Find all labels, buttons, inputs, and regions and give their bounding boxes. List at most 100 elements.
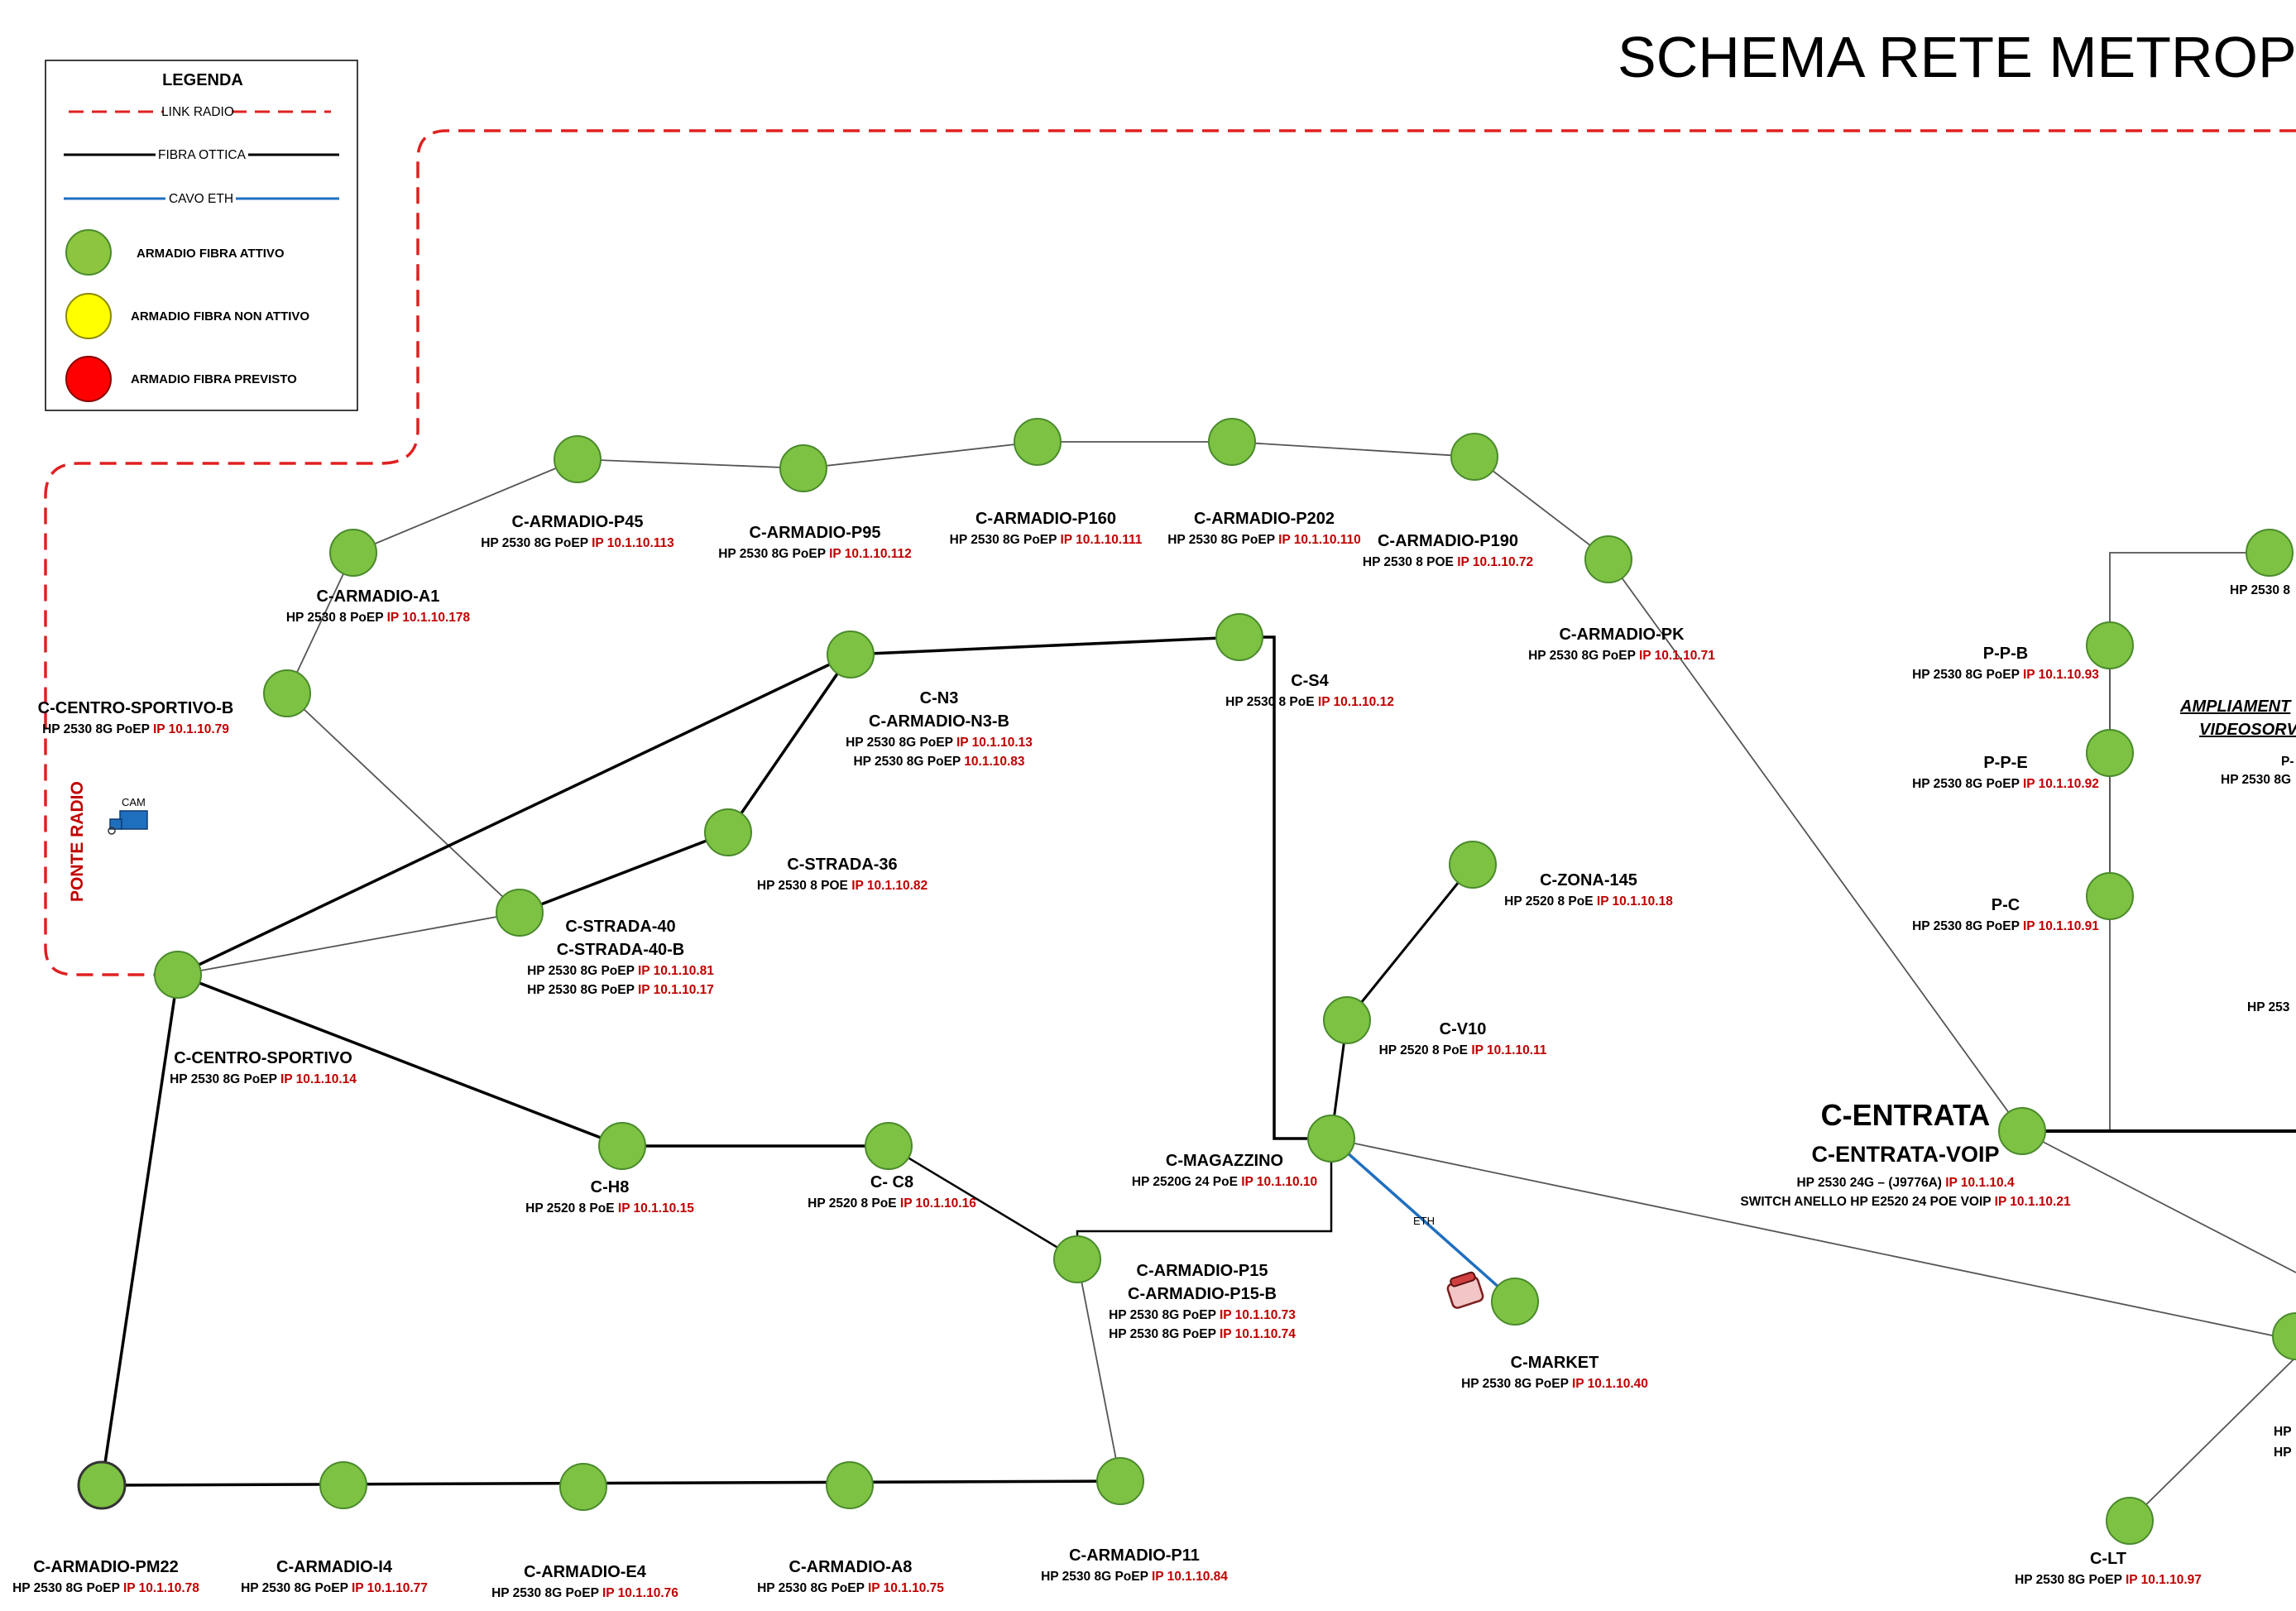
node-e4 — [559, 1463, 607, 1511]
node-h8 — [598, 1122, 646, 1170]
partial-label-4: HP 253 — [2247, 1000, 2290, 1014]
legend-active-label: ARMADIO FIBRA ATTIVO — [137, 247, 285, 261]
partial-label-6: HP — [2274, 1446, 2292, 1460]
node-name-ppb: P-P-B — [1983, 645, 2028, 663]
node-edge-1 — [2272, 1312, 2296, 1360]
node-info-i4: HP 2530 8G PoEP IP 10.1.10.77 — [241, 1581, 428, 1595]
partial-label-3: HP 2530 8G — [2221, 773, 2291, 787]
node-p45 — [554, 435, 602, 483]
node-name-h8: C-H8 — [591, 1178, 630, 1196]
node-info-csb: HP 2530 8G PoEP IP 10.1.10.79 — [42, 722, 229, 736]
node-name-v10: C-V10 — [1440, 1020, 1487, 1038]
node-ppb — [2086, 621, 2134, 669]
node-info-a8: HP 2530 8G PoEP IP 10.1.10.75 — [757, 1581, 944, 1595]
node-name-p11: C-ARMADIO-P11 — [1069, 1546, 1200, 1565]
node-info-h8: HP 2520 8 PoE IP 10.1.10.15 — [525, 1201, 694, 1215]
node-p190 — [1450, 433, 1498, 481]
node-info-e4: HP 2530 8G PoEP IP 10.1.10.76 — [491, 1586, 678, 1600]
node-ppe — [2086, 729, 2134, 777]
node-info-market: HP 2530 8G PoEP IP 10.1.10.40 — [1461, 1377, 1648, 1391]
phone-icon — [1446, 1271, 1484, 1309]
legend-planned-label: ARMADIO FIBRA PREVISTO — [131, 372, 297, 386]
legend-inactive-label: ARMADIO FIBRA NON ATTIVO — [131, 309, 309, 324]
node-name-p190: C-ARMADIO-P190 — [1378, 532, 1518, 550]
node-p95 — [779, 444, 827, 492]
ponte-radio-label: PONTE RADIO — [68, 781, 87, 902]
legend-title: LEGENDA — [162, 71, 243, 89]
node-market — [1491, 1278, 1539, 1326]
node-csb — [263, 669, 311, 717]
node-info-s36: HP 2530 8 POE IP 10.1.10.82 — [757, 879, 928, 893]
node-c8 — [865, 1122, 913, 1170]
node-info-pc: HP 2530 8G PoEP IP 10.1.10.91 — [1912, 919, 2099, 933]
node-name-lt: C-LT — [2090, 1550, 2126, 1568]
node-pm22 — [77, 1460, 127, 1510]
node-name-pc: P-C — [1992, 896, 2020, 914]
node-info-cs: HP 2530 8G PoEP IP 10.1.10.14 — [170, 1072, 357, 1086]
legend-active-swatch — [65, 229, 112, 276]
node-name-entrata: C-ENTRATA-VOIP — [1812, 1142, 2000, 1167]
node-info-s40: HP 2530 8G PoEP IP 10.1.10.81 — [527, 964, 714, 978]
node-name-a8: C-ARMADIO-A8 — [789, 1558, 913, 1576]
node-name-market: C-MARKET — [1511, 1354, 1599, 1372]
node-name-c8: C- C8 — [870, 1173, 913, 1191]
node-p202 — [1208, 418, 1256, 466]
node-v10 — [1323, 996, 1371, 1044]
node-p160 — [1014, 418, 1062, 466]
node-name-ppe: P-P-E — [1983, 754, 2027, 772]
node-info-lt: HP 2530 8G PoEP IP 10.1.10.97 — [2015, 1573, 2202, 1587]
node-info-s4: HP 2530 8 PoE IP 10.1.10.12 — [1225, 695, 1394, 709]
node-info-a1: HP 2530 8 PoEP IP 10.1.10.178 — [286, 611, 471, 625]
node-z145 — [1449, 841, 1497, 889]
node-name-p15: C-ARMADIO-P15-B — [1128, 1285, 1277, 1303]
node-pc — [2086, 872, 2134, 920]
ampliamento-line-2: VIDEOSORV — [2199, 721, 2296, 739]
node-s36 — [704, 808, 752, 856]
node-info-p15: HP 2530 8G PoEP IP 10.1.10.73 — [1109, 1308, 1296, 1322]
node-name-s40: C-STRADA-40 — [565, 918, 675, 936]
node-p11 — [1096, 1457, 1144, 1505]
node-i4 — [319, 1461, 367, 1509]
node-name-pm22: C-ARMADIO-PM22 — [33, 1558, 179, 1576]
node-info-p95: HP 2530 8G PoEP IP 10.1.10.112 — [718, 547, 912, 561]
node-info-p45: HP 2530 8G PoEP IP 10.1.10.113 — [481, 536, 674, 550]
node-name-p95: C-ARMADIO-P95 — [750, 524, 881, 542]
node-name-s40: C-STRADA-40-B — [557, 941, 684, 959]
partial-label-2: P- — [2281, 755, 2294, 769]
node-name-pk: C-ARMADIO-PK — [1559, 626, 1685, 644]
node-name-s36: C-STRADA-36 — [787, 856, 897, 874]
legend: LEGENDA LINK RADIO FIBRA OTTICA CAVO ETH… — [45, 60, 358, 411]
camera-label: CAM — [122, 796, 146, 808]
node-name-p160: C-ARMADIO-P160 — [975, 510, 1116, 528]
eth-label: ETH — [1413, 1215, 1435, 1227]
node-info-z145: HP 2520 8 PoE IP 10.1.10.18 — [1504, 894, 1673, 909]
node-name-p15: C-ARMADIO-P15 — [1137, 1262, 1268, 1280]
node-lt — [2106, 1497, 2154, 1545]
node-name-e4: C-ARMADIO-E4 — [524, 1563, 647, 1581]
node-info-p160: HP 2530 8G PoEP IP 10.1.10.111 — [950, 533, 1143, 547]
node-info-c8: HP 2520 8 PoE IP 10.1.10.16 — [808, 1196, 976, 1211]
node-a1 — [329, 529, 377, 577]
node-info-p202: HP 2530 8G PoEP IP 10.1.10.110 — [1167, 533, 1361, 547]
node-entrata — [1998, 1107, 2046, 1155]
node-name-s4: C-S4 — [1291, 672, 1329, 690]
node-name-csb: C-CENTRO-SPORTIVO-B — [38, 699, 234, 717]
ampliamento-line-1: AMPLIAMENT — [2179, 698, 2292, 716]
legend-planned-swatch — [65, 356, 112, 402]
camera-icon: CAM — [108, 796, 148, 835]
node-s4 — [1215, 613, 1263, 661]
node-cs — [154, 951, 202, 999]
node-name-p202: C-ARMADIO-P202 — [1194, 510, 1335, 528]
node-name-cs: C-CENTRO-SPORTIVO — [174, 1049, 352, 1067]
node-info-ppe: HP 2530 8G PoEP IP 10.1.10.92 — [1912, 777, 2099, 791]
nodes — [77, 418, 2296, 1545]
node-info-n3: HP 2530 8G PoEP IP 10.1.10.13 — [846, 736, 1033, 750]
node-info-p15: HP 2530 8G PoEP IP 10.1.10.74 — [1109, 1327, 1296, 1341]
legend-radio-label: LINK RADIO — [161, 105, 234, 119]
node-info-v10: HP 2520 8 PoE IP 10.1.10.11 — [1379, 1043, 1547, 1057]
node-info-entrata: SWITCH ANELLO HP E2520 24 POE VOIP IP 10… — [1740, 1195, 2071, 1209]
node-info-mag: HP 2520G 24 PoE IP 10.1.10.10 — [1132, 1175, 1317, 1189]
radio-link-path — [44, 129, 2296, 976]
node-info-pm22: HP 2530 8G PoEP IP 10.1.10.78 — [12, 1581, 199, 1595]
